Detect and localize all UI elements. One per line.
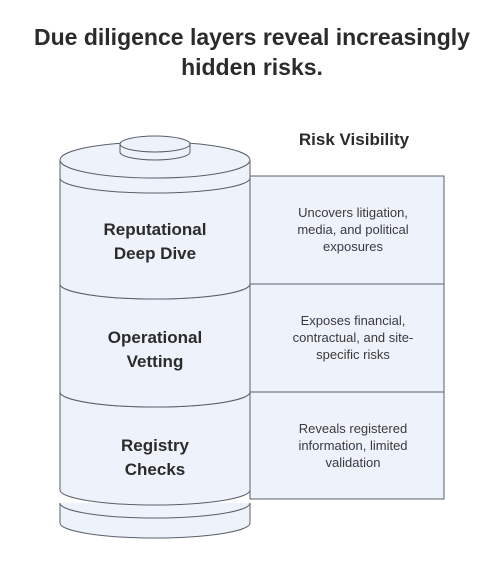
title-line-2: hidden risks. [181,54,323,80]
layer-label-registry: Registry Checks [120,436,190,479]
desc-reputational: Uncovers litigation, media, and politica… [297,205,409,254]
cylinder-layer-operational [59,284,251,408]
desc-box-operational [249,283,445,393]
risk-visibility-header: Risk Visibility [298,130,410,149]
desc-box-registry [249,391,445,500]
layer-label-reputational: Reputational Deep Dive [103,220,207,263]
cylinder-layer-reputational [59,160,251,300]
layer-label-operational: Operational Vetting [107,328,203,371]
cylinder-layer-registry [59,392,251,506]
title-line-1: Due diligence layers reveal increasingly [34,24,470,50]
desc-operational: Exposes financial, contractual, and site… [292,313,414,362]
desc-registry: Reveals registered information, limited … [298,421,408,470]
cylinder-base [59,503,251,539]
diagram-title: Due diligence layers reveal increasingly… [20,22,484,82]
desc-box-reputational [249,175,445,285]
